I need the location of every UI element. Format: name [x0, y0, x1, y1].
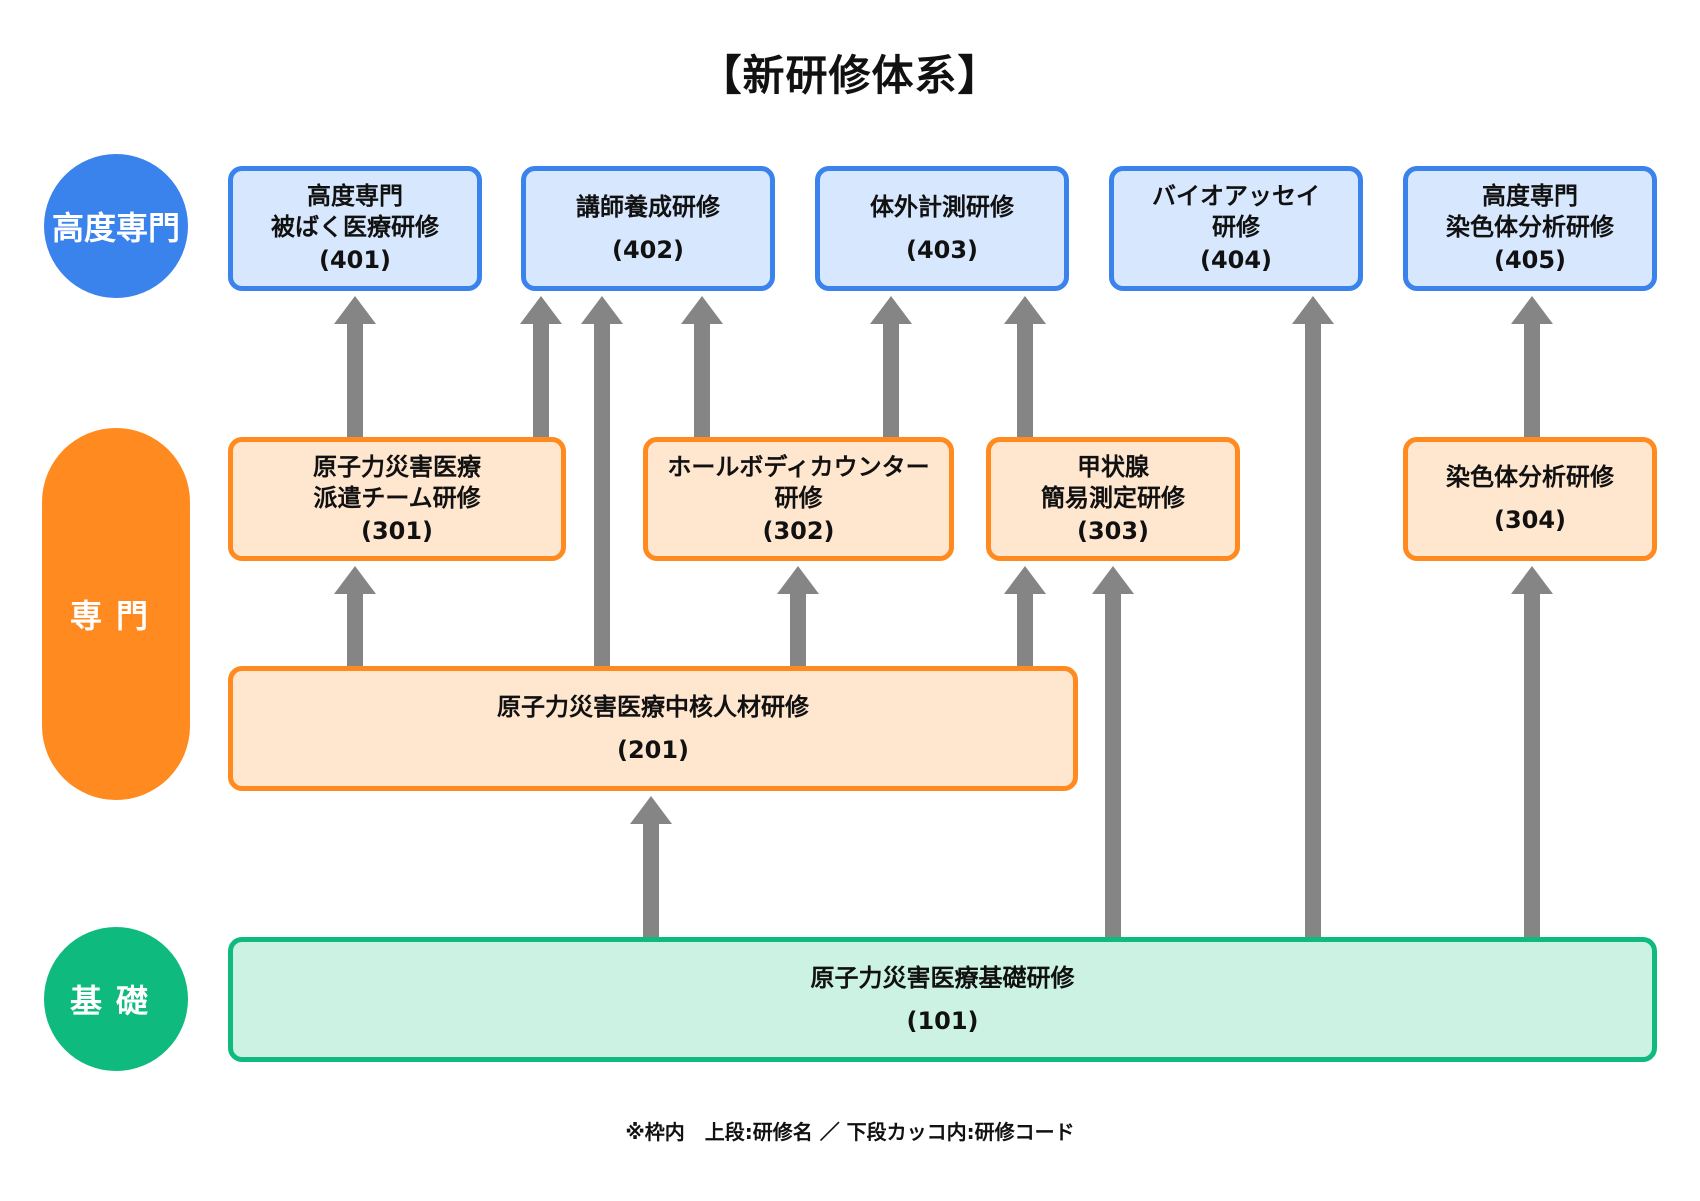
course-403: 体外計測研修 (403): [815, 166, 1069, 291]
course-401: 高度専門 被ばく医療研修 (401): [228, 166, 482, 291]
arrow-101-to-201: [630, 796, 672, 937]
course-402-name: 講師養成研修: [576, 192, 720, 221]
arrow-101-to-304: [1511, 566, 1553, 937]
course-401-name: 高度専門 被ばく医療研修: [271, 182, 439, 241]
course-404-name: バイオアッセイ 研修: [1152, 182, 1320, 241]
course-201-code: (201): [616, 735, 690, 764]
course-303-code: (303): [1076, 516, 1150, 545]
course-402-code: (402): [611, 235, 685, 264]
level-specialist: 専門: [42, 428, 190, 800]
course-101-code: (101): [906, 1006, 979, 1035]
diagram-title: 【新研修体系】: [699, 51, 1001, 100]
course-404: バイオアッセイ 研修 (404): [1109, 166, 1363, 291]
arrow-302-to-403: [870, 296, 912, 437]
course-301-name: 原子力災害医療 派遣チーム研修: [313, 452, 481, 512]
arrow-201-to-301: [334, 566, 376, 666]
course-301: 原子力災害医療 派遣チーム研修 (301): [228, 437, 566, 561]
arrow-304-to-405: [1511, 296, 1553, 437]
arrow-201-to-302: [777, 566, 819, 666]
course-404-code: (404): [1199, 246, 1273, 274]
course-101-name: 原子力災害医療基礎研修: [810, 963, 1075, 992]
arrow-101-to-404: [1292, 296, 1334, 937]
course-303: 甲状腺 簡易測定研修 (303): [986, 437, 1240, 561]
course-403-code: (403): [905, 235, 979, 264]
level-advanced: 高度専門: [44, 154, 188, 298]
footnote: ※枠内 上段:研修名 ／ 下段カッコ内:研修コード: [625, 1120, 1075, 1144]
course-405: 高度専門 染色体分析研修 (405): [1403, 166, 1657, 291]
level-specialist-label: 専門: [69, 597, 162, 635]
arrow-101-to-303: [1092, 566, 1134, 937]
level-advanced-label: 高度専門: [51, 209, 180, 247]
arrow-301-to-401: [334, 296, 376, 437]
course-301-code: (301): [360, 516, 434, 545]
course-304: 染色体分析研修 (304): [1403, 437, 1657, 561]
course-402: 講師養成研修 (402): [521, 166, 775, 291]
arrow-302-to-402: [681, 296, 723, 437]
course-201-name: 原子力災害医療中核人材研修: [497, 692, 809, 721]
course-101: 原子力災害医療基礎研修 (101): [228, 937, 1657, 1062]
course-302-code: (302): [762, 516, 835, 545]
level-basic: 基礎: [44, 927, 188, 1071]
course-302: ホールボディカウンター 研修 (302): [643, 437, 954, 561]
course-401-code: (401): [318, 246, 392, 274]
arrow-301-to-402: [520, 296, 562, 437]
course-304-name: 染色体分析研修: [1446, 463, 1614, 491]
course-201: 原子力災害医療中核人材研修 (201): [228, 666, 1078, 791]
arrow-303-to-403: [1004, 296, 1046, 437]
course-403-name: 体外計測研修: [870, 192, 1014, 221]
course-405-name: 高度専門 染色体分析研修: [1446, 182, 1614, 241]
course-304-code: (304): [1493, 506, 1567, 534]
arrow-201-to-402: [581, 296, 623, 666]
arrow-201-to-303: [1004, 566, 1046, 666]
level-basic-label: 基礎: [69, 982, 162, 1020]
course-302-name: ホールボディカウンター 研修: [667, 452, 930, 512]
course-405-code: (405): [1493, 246, 1567, 274]
course-303-name: 甲状腺 簡易測定研修: [1041, 452, 1185, 512]
